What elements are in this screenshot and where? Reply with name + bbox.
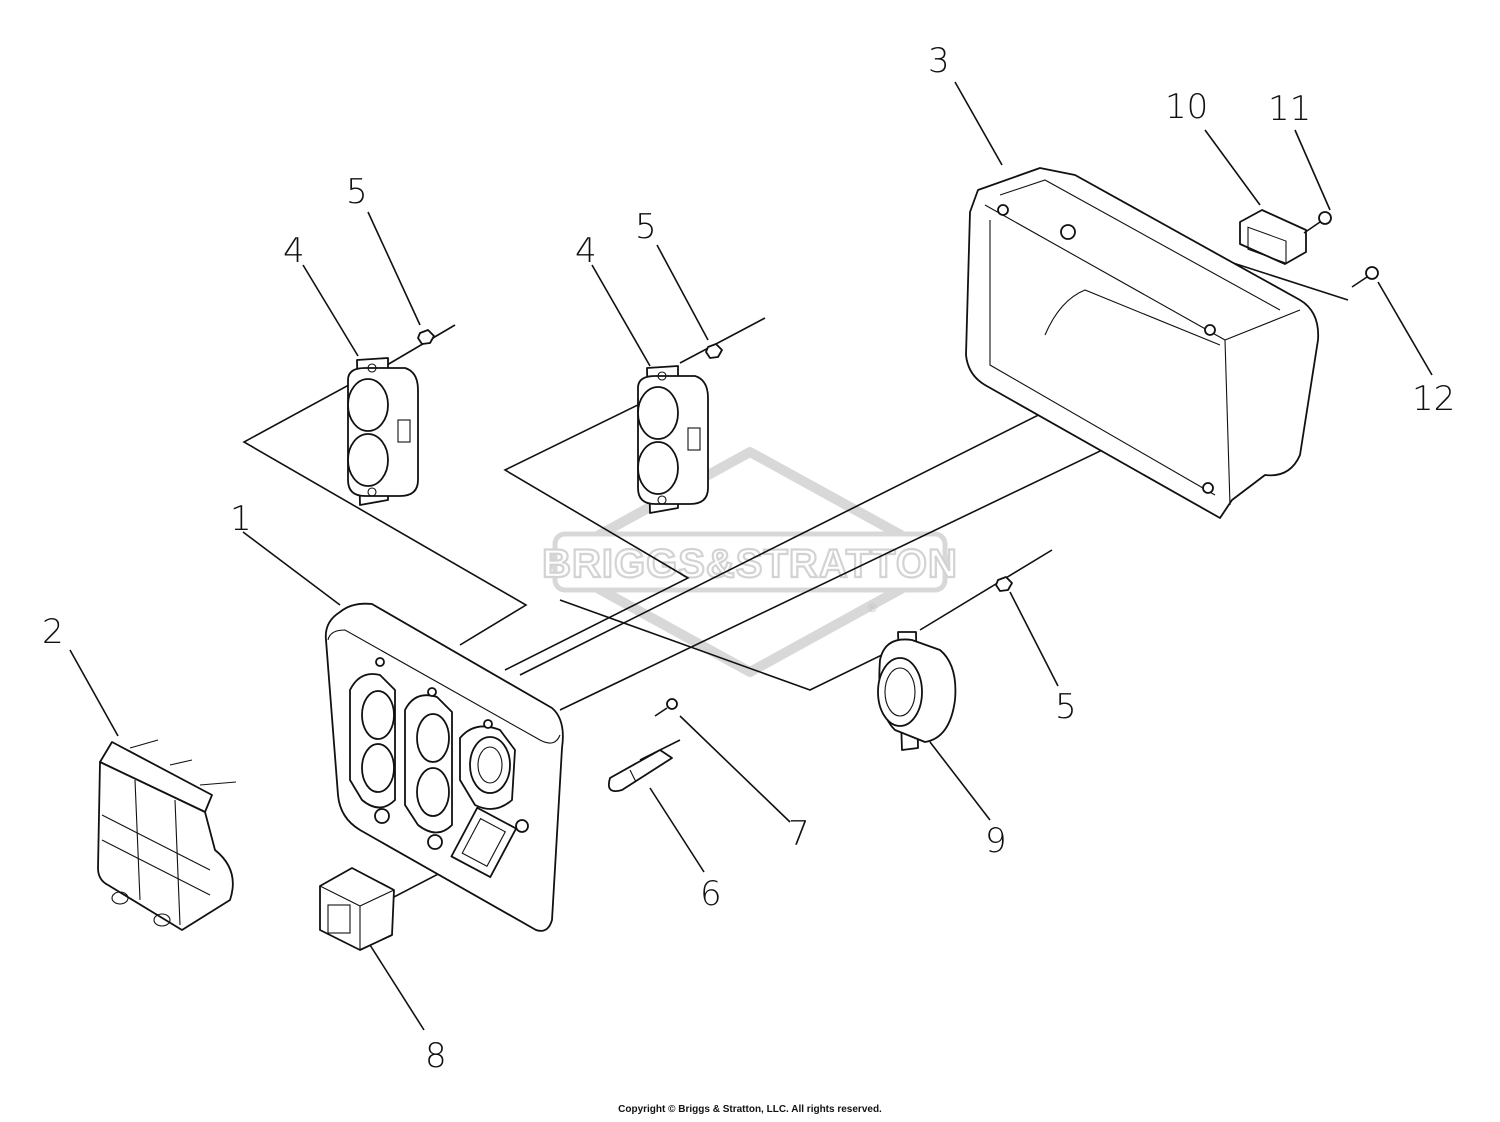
part-11-screw: [1303, 211, 1332, 234]
callout-4-left: 4: [283, 231, 305, 271]
callout-1: 1: [230, 499, 252, 539]
copyright-notice: Copyright © Briggs & Stratton, LLC. All …: [618, 1104, 882, 1115]
callout-5-left: 5: [346, 172, 368, 212]
callout-11: 11: [1268, 89, 1311, 129]
part-2-outlet-cover: [97, 739, 237, 931]
callout-5-middle: 5: [635, 207, 657, 247]
callout-10: 10: [1165, 87, 1208, 127]
part-4-receptacle-middle: [637, 365, 709, 514]
part-9-twist-lock-receptacle: [877, 631, 957, 751]
callout-5-right: 5: [1055, 687, 1077, 727]
callout-9: 9: [985, 821, 1007, 861]
part-7-screw: [654, 698, 678, 717]
panel-outlet-openings: [349, 657, 529, 878]
part-3-housing-box: [965, 167, 1320, 519]
watermark-text: BRIGGS&STRATTON: [542, 542, 958, 586]
callout-3: 3: [928, 41, 950, 81]
part-8-switch: [319, 867, 395, 951]
callout-labels: 1 2 3 4 4 5 5 5 6 7 8 9 10 11 12: [42, 41, 1455, 1076]
registered-mark: ®: [868, 601, 877, 615]
part-6-connector: [607, 749, 673, 793]
part-12-screw: [1351, 266, 1379, 288]
callout-6: 6: [700, 874, 722, 914]
part-1-control-panel: [324, 602, 564, 932]
part-5-nuts: [417, 329, 1013, 592]
callout-8: 8: [425, 1036, 447, 1076]
part-4-receptacle-left: [347, 357, 419, 506]
callout-7: 7: [788, 814, 810, 854]
callout-12: 12: [1412, 379, 1455, 419]
callout-2: 2: [42, 612, 64, 652]
part-10-breaker-block: [1239, 209, 1307, 265]
callout-4-middle: 4: [575, 231, 597, 271]
brand-watermark: BRIGGS&STRATTON ®: [541, 447, 958, 677]
callout-leaders: [69, 81, 1433, 1031]
